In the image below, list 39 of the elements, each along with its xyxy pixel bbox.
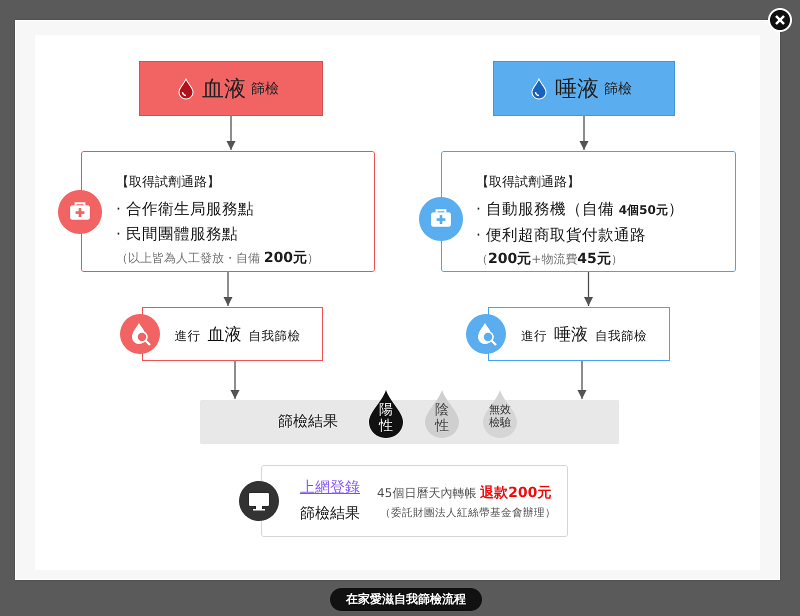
- result-text: 陰性: [435, 402, 449, 434]
- text: 篩檢結果: [300, 504, 360, 523]
- result-text: 無效檢驗: [489, 404, 511, 430]
- registration-box: [261, 465, 568, 537]
- arrow: [226, 116, 236, 150]
- step-text: 進行 唾液 自我篩檢: [520, 324, 647, 346]
- arrow: [230, 361, 240, 399]
- result-heading: 篩檢結果: [278, 412, 338, 431]
- process-box: [142, 307, 323, 361]
- note-text: （以上皆為人工發放・自備 200元）: [116, 249, 320, 268]
- info-text: 45個日曆天內轉帳 退款200元: [377, 484, 552, 502]
- list-heading: 【取得試劑通路】: [476, 174, 580, 192]
- header-subtitle: 篩檢: [251, 80, 279, 98]
- header-title: 唾液: [555, 76, 599, 104]
- arrow: [224, 272, 232, 306]
- list-item: · 自動服務機（自備 4個50元）: [476, 199, 684, 220]
- header-subtitle: 篩檢: [604, 80, 632, 98]
- result-drop: [368, 390, 404, 438]
- link-text: 上網登錄: [300, 478, 360, 497]
- result-drop: [482, 390, 518, 438]
- arrow: [584, 272, 593, 306]
- arrow: [578, 361, 586, 399]
- header-box: [139, 61, 323, 116]
- result-drop: [424, 390, 460, 438]
- result-text: 陽性: [379, 402, 393, 434]
- list-item: · 民間團體服務點: [116, 224, 238, 245]
- header-box: [493, 61, 675, 116]
- list-heading: 【取得試劑通路】: [116, 174, 220, 192]
- arrow: [580, 116, 588, 150]
- note-text: （委託財團法人紅絲帶基金會辦理）: [380, 506, 556, 520]
- note-text: （200元+物流費45元）: [476, 250, 623, 269]
- caption-tab: 在家愛滋自我篩檢流程: [330, 588, 482, 611]
- info-box: [81, 151, 375, 272]
- process-box: [488, 307, 670, 361]
- info-box: [441, 151, 736, 272]
- header-title: 血液: [202, 76, 246, 104]
- step-text: 進行 血液 自我篩檢: [174, 324, 300, 346]
- list-item: · 合作衛生局服務點: [116, 199, 254, 220]
- list-item: · 便利超商取貨付款通路: [476, 225, 646, 246]
